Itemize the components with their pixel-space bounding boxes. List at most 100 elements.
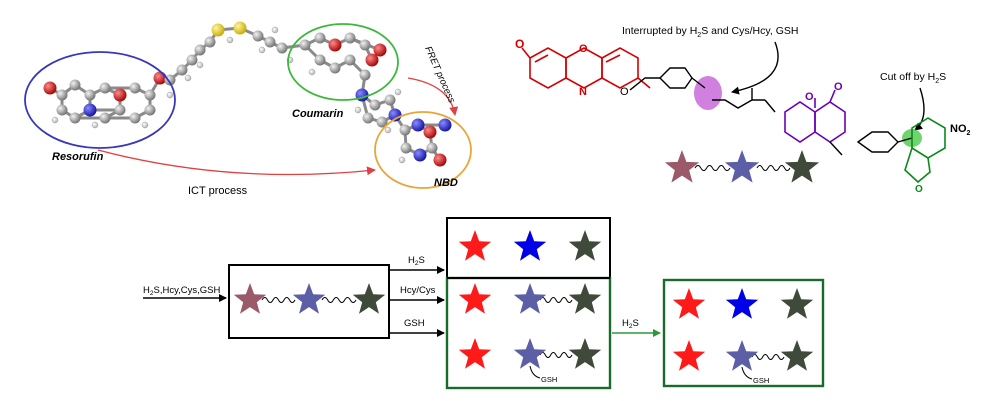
gsh-result-tag-label: GSH [541,375,557,384]
hcy-star-dark [568,283,602,314]
h2s-star-red [458,230,492,261]
model-carbon-atom [359,39,371,51]
gsh-star-dark [568,338,602,369]
model-carbon-atom [186,54,198,66]
model-carbon-atom [362,112,374,124]
model-sulfur-atom [233,21,247,35]
resorufin-label: Resorufin [52,151,104,163]
model-carbon-atom [344,54,356,66]
model-oxygen-atom [433,153,447,167]
coumarin-label: Coumarin [292,108,344,120]
model-nitrogen-atom [413,148,427,162]
model-hydrogen-atom [184,74,192,82]
summary-star-resorufin [664,150,700,183]
model-oxygen-atom [328,38,342,52]
model-carbon-atom [359,69,371,81]
probe-star-resorufin [233,283,267,314]
final-result-box [662,278,825,388]
cutoff-arrow [914,87,925,131]
model-hydrogen-atom [394,88,402,96]
summary-linker-2 [756,165,791,171]
model-carbon-atom [376,116,388,128]
final-star-dark-1 [780,288,814,319]
piperazine-structure [829,131,913,156]
final-gsh-tag-label: GSH [753,376,769,385]
h2s-star-blue [513,230,547,261]
model-hydrogen-atom [354,106,362,114]
final-linker [751,354,785,360]
model-carbon-atom [426,142,438,154]
nbd-ellipse [374,111,472,189]
model-carbon-atom [344,32,356,44]
hcy-linker [539,297,573,303]
model-sulfur-atom [211,23,225,37]
model-carbon-atom [129,82,141,94]
model-hydrogen-atom [196,61,204,69]
model-oxygen-atom [43,81,57,95]
gsh-star-red [458,338,492,369]
model-carbon-atom [329,62,341,74]
linker-o-atom: O [620,86,629,98]
resorufin-structure [521,47,651,89]
final-star-red-1 [672,288,706,319]
cutoff-annotation: Cut off by H2S [880,71,946,85]
nbd-structure [904,117,946,184]
gsh-result-tag-tail [529,365,541,379]
model-carbon-atom [114,104,126,116]
branch-lines [389,266,445,337]
model-carbon-atom [84,89,96,101]
model-hydrogen-atom [308,68,316,76]
model-nitrogen-atom [438,118,452,132]
model-carbon-atom [56,104,68,116]
coumarin-ring-o: O [805,91,814,103]
probe-star-nbd [352,283,386,314]
linker-chain [629,67,776,113]
resorufin-ellipse [24,51,176,149]
model-carbon-atom [384,94,396,106]
probe-linker-1 [261,297,296,303]
model-hydrogen-atom [258,46,266,54]
resorufin-o-atom: O [515,37,524,51]
final-star-red-2 [672,340,706,371]
gsh-linker [539,352,573,358]
model-hydrogen-atom [226,36,234,44]
model-oxygen-atom [423,125,437,139]
interrupted-annotation: Interrupted by H2S and Cys/Hcy, GSH [622,25,798,39]
model-oxygen-atom [373,43,387,57]
model-carbon-atom [194,44,206,56]
hcy-star-red [458,283,492,314]
nbd-label: NBD [434,177,458,189]
coumarin-structure [784,89,846,143]
model-carbon-atom [69,112,81,124]
h2s-star-dark [568,230,602,261]
model-carbon-atom [56,89,68,101]
scheme-stars: GSH GSH [233,230,814,385]
resorufin-ring-o: O [579,43,588,55]
interrupted-arrow [731,41,779,95]
no2-label: NO2 [950,123,971,137]
model-hydrogen-atom [166,91,174,99]
branch-h2s-label: H2S [408,255,425,267]
model-carbon-atom [99,82,111,94]
summary-star-nbd [784,150,820,183]
model-atoms [43,21,452,167]
model-oxygen-atom [113,88,127,102]
model-carbon-atom [99,112,111,124]
ict-arrow [97,149,376,176]
probe-star-coumarin [292,283,326,314]
chemical-structure: Interrupted by H2S and Cys/Hcy, GSH Cut … [515,25,971,195]
model-nitrogen-atom [83,103,97,117]
nbd-ring-o: O [915,184,923,195]
model-carbon-atom [144,104,156,116]
model-hydrogen-atom [51,116,59,124]
final-star-blue [725,288,759,319]
model-carbon-atom [400,142,412,154]
coumarin-carbonyl-o: O [834,81,843,93]
probe-linker-2 [321,297,357,303]
model-carbon-atom [399,124,411,136]
molecule-3d-model: Resorufin Coumarin NBD FRET process ICT … [24,21,472,197]
followup-h2s-label: H2S [622,318,639,330]
model-carbon-atom [314,32,326,44]
